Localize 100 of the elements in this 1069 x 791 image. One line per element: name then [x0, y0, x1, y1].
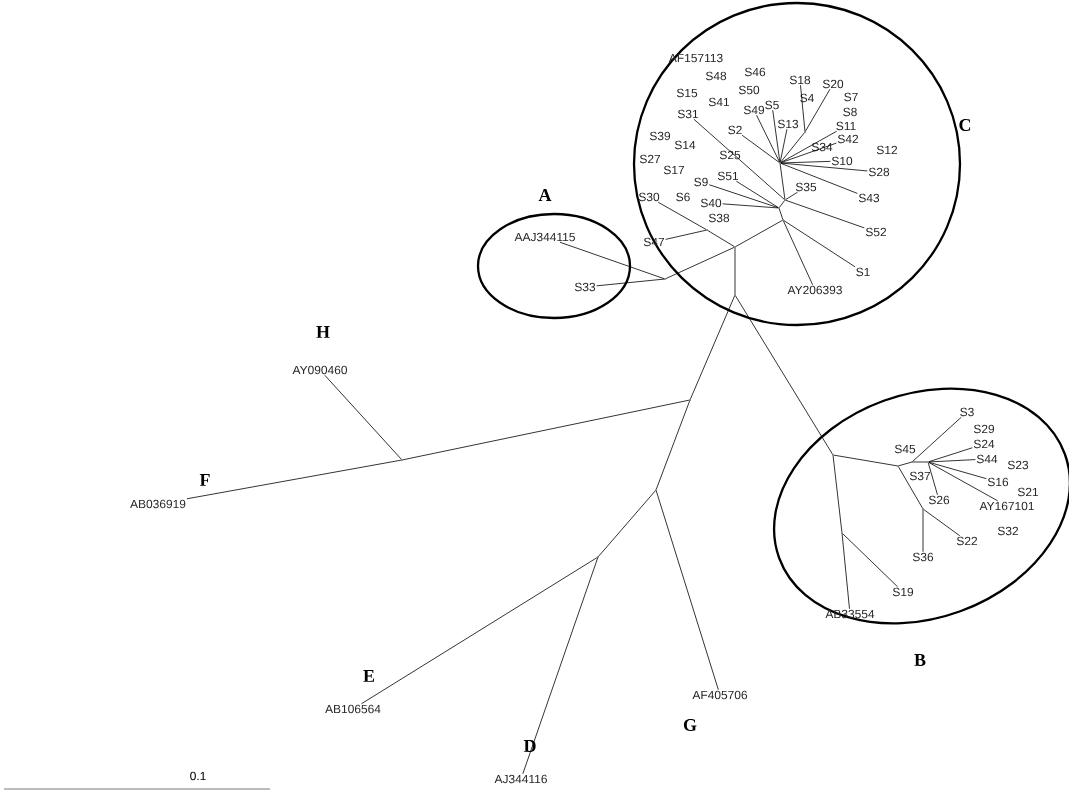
branch-line — [693, 118, 785, 200]
branch-line — [361, 557, 598, 705]
branch-line — [186, 459, 402, 500]
branch-line — [735, 295, 833, 455]
branch-line — [722, 203, 779, 209]
leaf-label: S6 — [676, 192, 690, 202]
branch-line — [928, 462, 998, 502]
leaf-label: AY167101 — [979, 501, 1034, 511]
leaf-label: S27 — [639, 154, 661, 164]
leaf-label: S36 — [912, 552, 934, 562]
branch-line — [324, 374, 402, 460]
leaf-label: S38 — [708, 213, 730, 223]
leaf-label: S49 — [743, 105, 765, 115]
branch-line — [657, 201, 707, 230]
branch-line — [522, 557, 599, 775]
leaf-label: AJ344116 — [494, 774, 547, 784]
clade-letter: H — [316, 326, 330, 338]
leaf-label: S22 — [956, 536, 978, 546]
leaf-label: S3 — [960, 407, 974, 417]
leaf-label: S16 — [987, 477, 1009, 487]
leaf-label: S42 — [837, 134, 859, 144]
leaf-label: AB106564 — [325, 704, 381, 714]
branch-line — [780, 130, 838, 163]
branch-line — [780, 160, 831, 164]
leaf-label: S33 — [574, 282, 596, 292]
leaf-label: S40 — [700, 198, 722, 208]
branch-line — [655, 490, 719, 691]
branch-line — [734, 247, 736, 295]
leaf-label: AB036919 — [130, 499, 186, 509]
branch-line — [779, 128, 788, 163]
leaf-label: S21 — [1017, 487, 1039, 497]
clade-letter: E — [363, 670, 375, 682]
leaf-label: S35 — [795, 182, 817, 192]
leaf-label: AY206393 — [787, 285, 842, 295]
leaf-label: S20 — [822, 79, 844, 89]
branch-line — [833, 454, 898, 467]
branch-line — [665, 229, 707, 240]
clade-letter: F — [199, 474, 210, 486]
leaf-label: S7 — [844, 92, 858, 102]
branch-line — [928, 461, 987, 480]
branch-line — [735, 220, 783, 247]
branch-line — [780, 162, 858, 194]
leaf-label: S17 — [663, 165, 685, 175]
leaf-label: S48 — [705, 71, 727, 81]
branch-line — [928, 447, 973, 463]
leaf-label: S43 — [858, 193, 880, 203]
clade-letter: C — [959, 118, 971, 131]
branch-line — [805, 88, 831, 132]
clade-letter: G — [683, 718, 697, 731]
scale-label: 0.1 — [190, 771, 206, 781]
leaf-label: S18 — [789, 75, 811, 85]
leaf-label: S1 — [856, 267, 870, 277]
branch-line — [741, 134, 780, 163]
leaf-label: S10 — [831, 156, 853, 166]
branch-line — [780, 142, 837, 164]
leaf-label: S12 — [876, 145, 898, 155]
leaf-label: AY090460 — [292, 365, 347, 375]
leaf-label: S23 — [1007, 460, 1029, 470]
branch-line — [783, 220, 813, 286]
leaf-label: S46 — [744, 67, 766, 77]
branch-line — [756, 114, 780, 163]
branch-line — [772, 109, 781, 163]
leaf-label: S45 — [894, 444, 916, 454]
clade-letter: D — [523, 740, 536, 752]
branch-line — [598, 490, 656, 557]
leaf-label: S14 — [674, 140, 696, 150]
branch-line — [912, 416, 962, 462]
branch-line — [665, 247, 735, 279]
leaf-label: S28 — [868, 167, 890, 177]
leaf-label: S4 — [800, 93, 814, 103]
leaf-label: S9 — [694, 177, 708, 187]
branch-line — [655, 400, 691, 490]
branch-line — [842, 533, 898, 588]
branch-line — [559, 241, 665, 280]
branch-line — [832, 455, 843, 533]
leaf-label: S26 — [928, 495, 950, 505]
branch-line — [800, 84, 806, 132]
clade-letter: A — [538, 189, 552, 201]
branch-line — [402, 399, 690, 461]
branch-line — [779, 163, 786, 200]
branch-line — [596, 278, 665, 287]
branch-line — [780, 132, 805, 163]
branch-line — [928, 459, 976, 463]
leaf-label: AAJ344115 — [514, 232, 575, 242]
leaf-label: S50 — [738, 85, 760, 95]
leaf-label: S51 — [717, 171, 739, 181]
leaf-label: S15 — [676, 88, 698, 98]
leaf-label: S29 — [973, 424, 995, 434]
branch-line — [707, 230, 735, 247]
branch-line — [898, 461, 912, 467]
branch-line — [783, 220, 856, 268]
leaf-label: S24 — [973, 439, 995, 449]
leaf-label: S2 — [728, 125, 742, 135]
leaf-label: S37 — [909, 471, 931, 481]
leaf-label: S52 — [865, 227, 887, 237]
branch-line — [785, 191, 798, 200]
leaf-label: S31 — [677, 109, 699, 119]
branch-line — [841, 533, 850, 610]
branch-line — [923, 509, 961, 537]
branch-line — [898, 466, 923, 509]
